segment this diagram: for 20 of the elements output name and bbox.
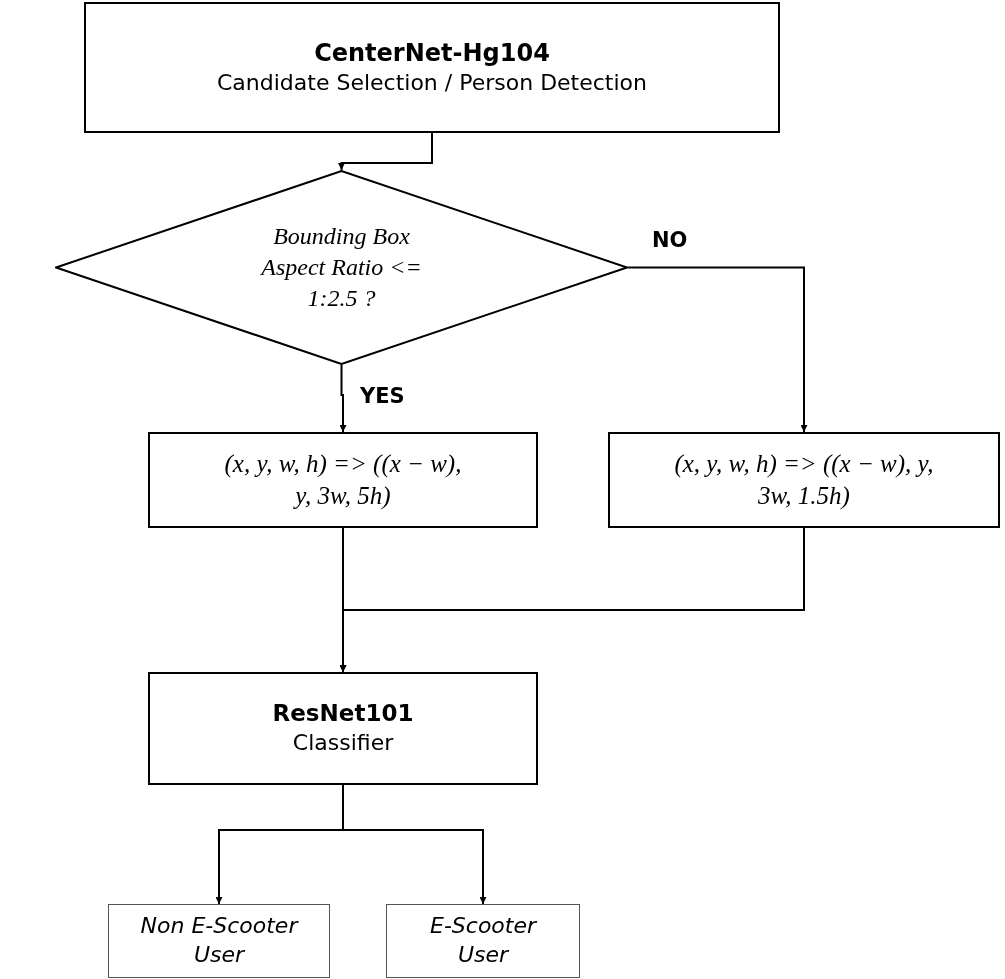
arrow bbox=[338, 132, 433, 171]
process-box bbox=[84, 2, 780, 133]
box-heading: CenterNet-Hg104 bbox=[314, 37, 550, 69]
arrow bbox=[339, 527, 805, 673]
box-text: Bounding Box Aspect Ratio <= 1:2.5 ? bbox=[259, 221, 423, 314]
process-box bbox=[148, 432, 538, 528]
box-text: (x, y, w, h) => ((x − w), y, 3w, 1.5h) bbox=[673, 448, 935, 512]
arrow bbox=[627, 266, 808, 433]
box-text: Candidate Selection / Person Detection bbox=[216, 68, 647, 97]
box-text: Non E-Scooter User bbox=[139, 912, 300, 969]
result-box bbox=[386, 904, 580, 978]
process-box bbox=[608, 432, 1000, 528]
box-text: E-Scooter User bbox=[429, 912, 538, 969]
box-text: Classifier bbox=[292, 729, 394, 758]
arrow bbox=[342, 784, 487, 905]
process-box bbox=[148, 672, 538, 785]
box-heading: ResNet101 bbox=[272, 699, 414, 729]
result-box bbox=[108, 904, 330, 978]
box-text: (x, y, w, h) => ((x − w), y, 3w, 5h) bbox=[223, 448, 463, 512]
arrow bbox=[339, 364, 347, 433]
